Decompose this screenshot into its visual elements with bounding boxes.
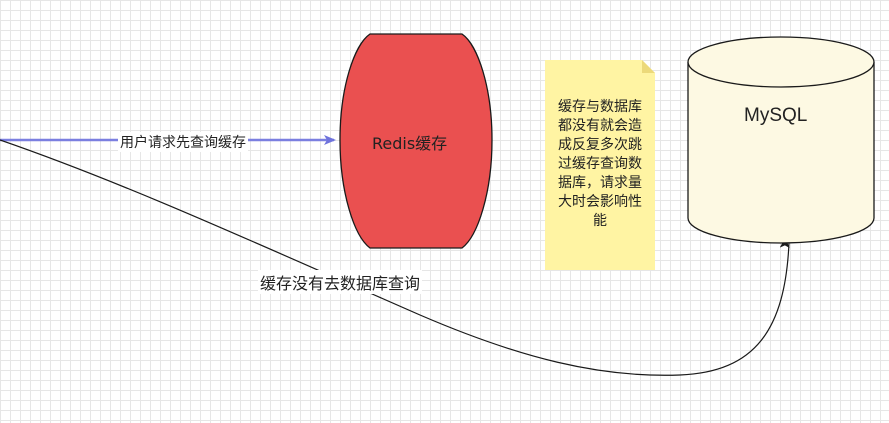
- mysql-node[interactable]: [687, 36, 875, 244]
- note-card[interactable]: [545, 60, 655, 270]
- mysql-node-label: MySQL: [744, 105, 808, 126]
- redis-node-label: Redis缓存: [372, 134, 448, 153]
- note-text: 缓存与数据库都没有就会造成反复多次跳过缓存查询数据库，请求量大时会影响性能: [558, 99, 642, 229]
- edge-label-client-to-redis: 用户请求先查询缓存: [118, 132, 248, 152]
- edge-client-to-mysql[interactable]: [0, 139, 790, 376]
- edge-label-client-to-mysql: 缓存没有去数据库查询: [258, 270, 423, 294]
- redis-node[interactable]: [339, 33, 493, 249]
